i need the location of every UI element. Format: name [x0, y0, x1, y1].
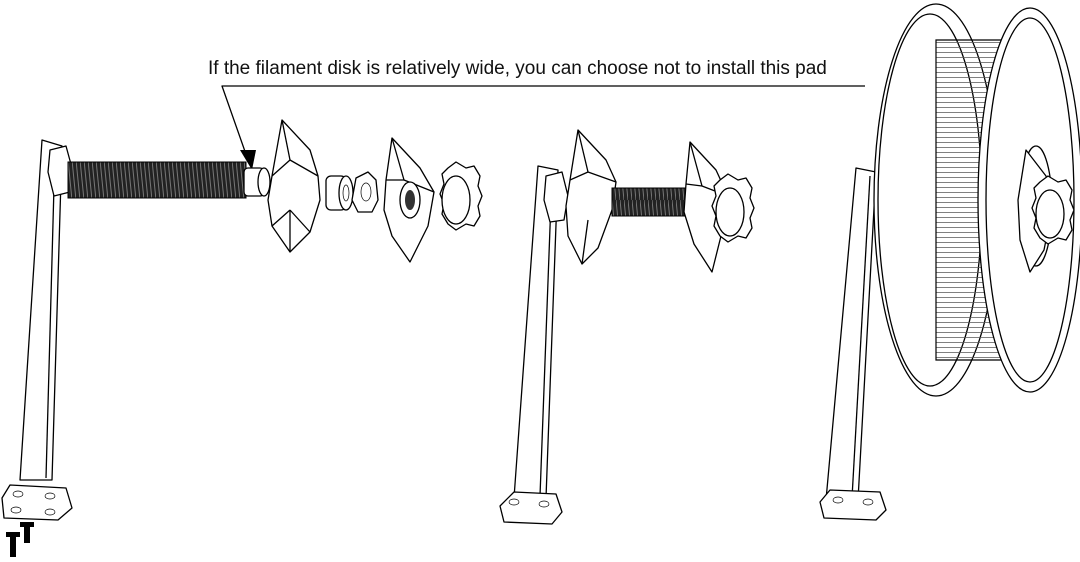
threaded-rod-1 — [67, 161, 247, 199]
bracket-3 — [819, 167, 887, 521]
cone-holder-1b — [383, 137, 435, 263]
bracket-1 — [1, 139, 73, 521]
knob-3 — [1031, 175, 1075, 245]
bushing-1 — [325, 175, 354, 211]
screws — [6, 522, 34, 557]
pad-1 — [243, 167, 271, 197]
cone-holder-2a — [565, 129, 617, 265]
cone-holder-1a — [267, 119, 321, 253]
knob-2 — [711, 173, 755, 243]
stage-2-assembled — [499, 129, 755, 525]
threaded-rod-2 — [611, 187, 691, 217]
callout-leader — [221, 85, 865, 170]
stage-1-exploded — [1, 119, 483, 557]
bracket-2 — [499, 165, 569, 525]
knob-1 — [439, 161, 483, 231]
hex-nut-1 — [351, 171, 379, 213]
stage-3-spool — [819, 3, 1080, 521]
cone-holder-2b — [683, 141, 729, 273]
callout-text: If the filament disk is relatively wide,… — [208, 58, 827, 79]
